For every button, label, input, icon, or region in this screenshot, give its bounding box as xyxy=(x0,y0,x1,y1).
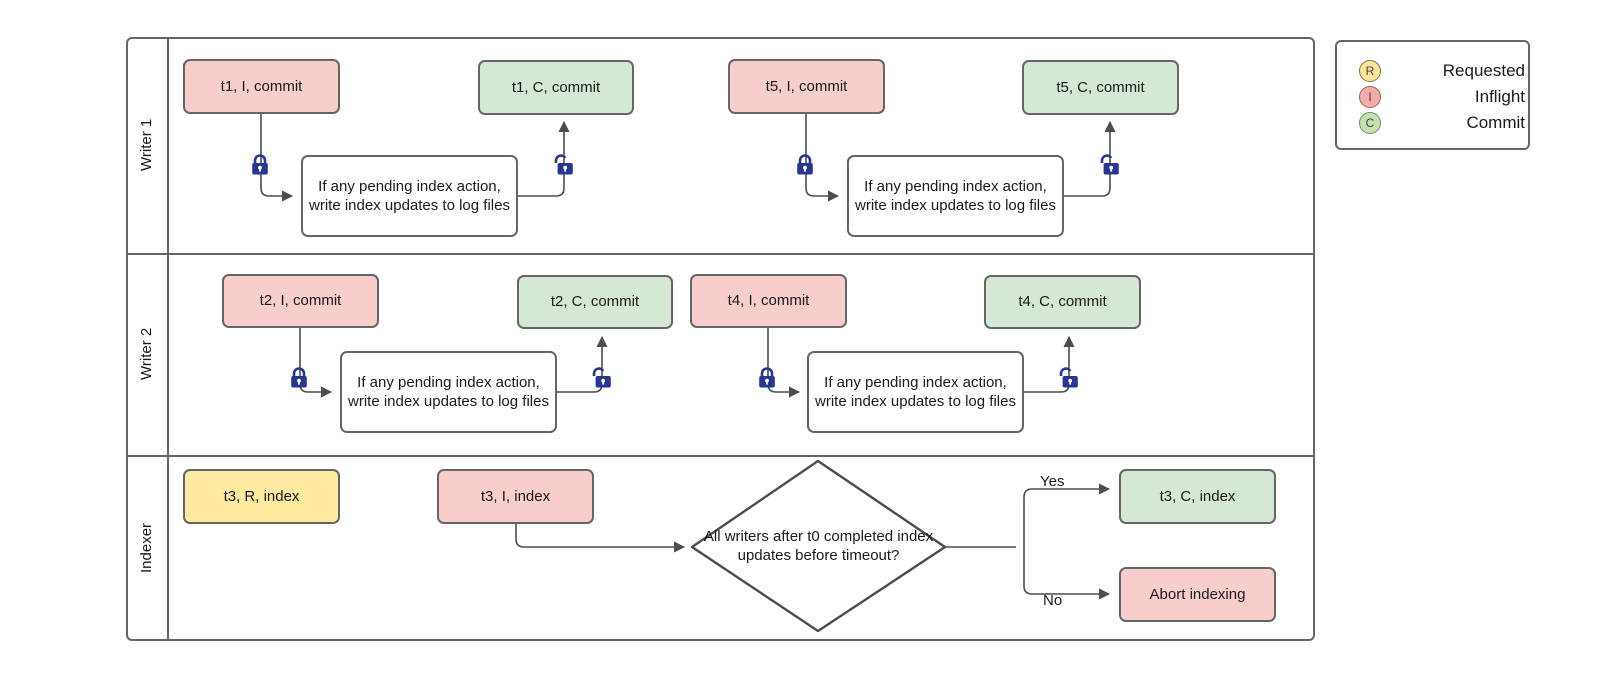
node-t4-commit[interactable]: t4, C, commit xyxy=(984,275,1141,329)
edge-w1-proc-to-t1C xyxy=(517,120,570,197)
legend-label-requested: Requested xyxy=(1442,61,1525,80)
legend-label-inflight: Inflight xyxy=(1474,87,1525,106)
lock-closed-icon xyxy=(249,153,271,177)
node-decision[interactable]: All writers after t0 completed index upd… xyxy=(692,461,945,631)
lock-open-icon xyxy=(590,366,612,390)
node-t5-commit[interactable]: t5, C, commit xyxy=(1022,60,1179,115)
lane-divider-2 xyxy=(126,455,1315,457)
node-w2-process-a[interactable]: If any pending index action, write index… xyxy=(340,351,557,433)
decision-label: All writers after t0 completed index upd… xyxy=(703,527,934,565)
status-badge-requested-icon: R xyxy=(1359,60,1381,82)
legend-item-commit: C Commit xyxy=(1337,110,1528,136)
node-t3-commit[interactable]: t3, C, index xyxy=(1119,469,1276,524)
edge-label-no: No xyxy=(1043,592,1063,609)
decision-diamond-shape xyxy=(690,459,947,633)
node-w1-process-b[interactable]: If any pending index action, write index… xyxy=(847,155,1064,237)
legend-item-requested: R Requested xyxy=(1337,58,1528,84)
legend-label-commit: Commit xyxy=(1466,113,1525,132)
node-t3-inflight[interactable]: t3, I, index xyxy=(437,469,594,524)
legend-item-inflight: I Inflight xyxy=(1337,84,1528,110)
node-t1-inflight[interactable]: t1, I, commit xyxy=(183,59,340,114)
status-badge-inflight-icon: I xyxy=(1359,86,1381,108)
edge-w1-proc-to-t5C xyxy=(1063,120,1116,197)
edge-w1-t5I-to-proc xyxy=(805,113,840,202)
node-w1-process-a[interactable]: If any pending index action, write index… xyxy=(301,155,518,237)
edge-w1-t1I-to-proc xyxy=(260,113,294,202)
node-t4-inflight[interactable]: t4, I, commit xyxy=(690,274,847,328)
lane-divider-1 xyxy=(126,253,1315,255)
lock-open-icon xyxy=(552,153,574,177)
edge-idx-t3I-to-decision xyxy=(515,522,686,553)
node-t3-requested[interactable]: t3, R, index xyxy=(183,469,340,524)
edge-idx-yes xyxy=(1023,483,1111,547)
lock-closed-icon xyxy=(288,366,310,390)
lock-closed-icon xyxy=(794,153,816,177)
node-t5-inflight[interactable]: t5, I, commit xyxy=(728,59,885,114)
legend-panel: R Requested I Inflight C Commit xyxy=(1335,40,1530,150)
lock-closed-icon xyxy=(756,366,778,390)
lane-header-separator xyxy=(167,37,169,641)
node-t1-commit[interactable]: t1, C, commit xyxy=(478,60,634,115)
node-w2-process-b[interactable]: If any pending index action, write index… xyxy=(807,351,1024,433)
lock-open-icon xyxy=(1098,153,1120,177)
lock-open-icon xyxy=(1057,366,1079,390)
node-t2-commit[interactable]: t2, C, commit xyxy=(517,275,673,329)
node-t2-inflight[interactable]: t2, I, commit xyxy=(222,274,379,328)
edge-label-yes: Yes xyxy=(1040,473,1065,490)
node-abort-indexing[interactable]: Abort indexing xyxy=(1119,567,1276,622)
status-badge-commit-icon: C xyxy=(1359,112,1381,134)
edge-idx-no xyxy=(1023,547,1111,600)
